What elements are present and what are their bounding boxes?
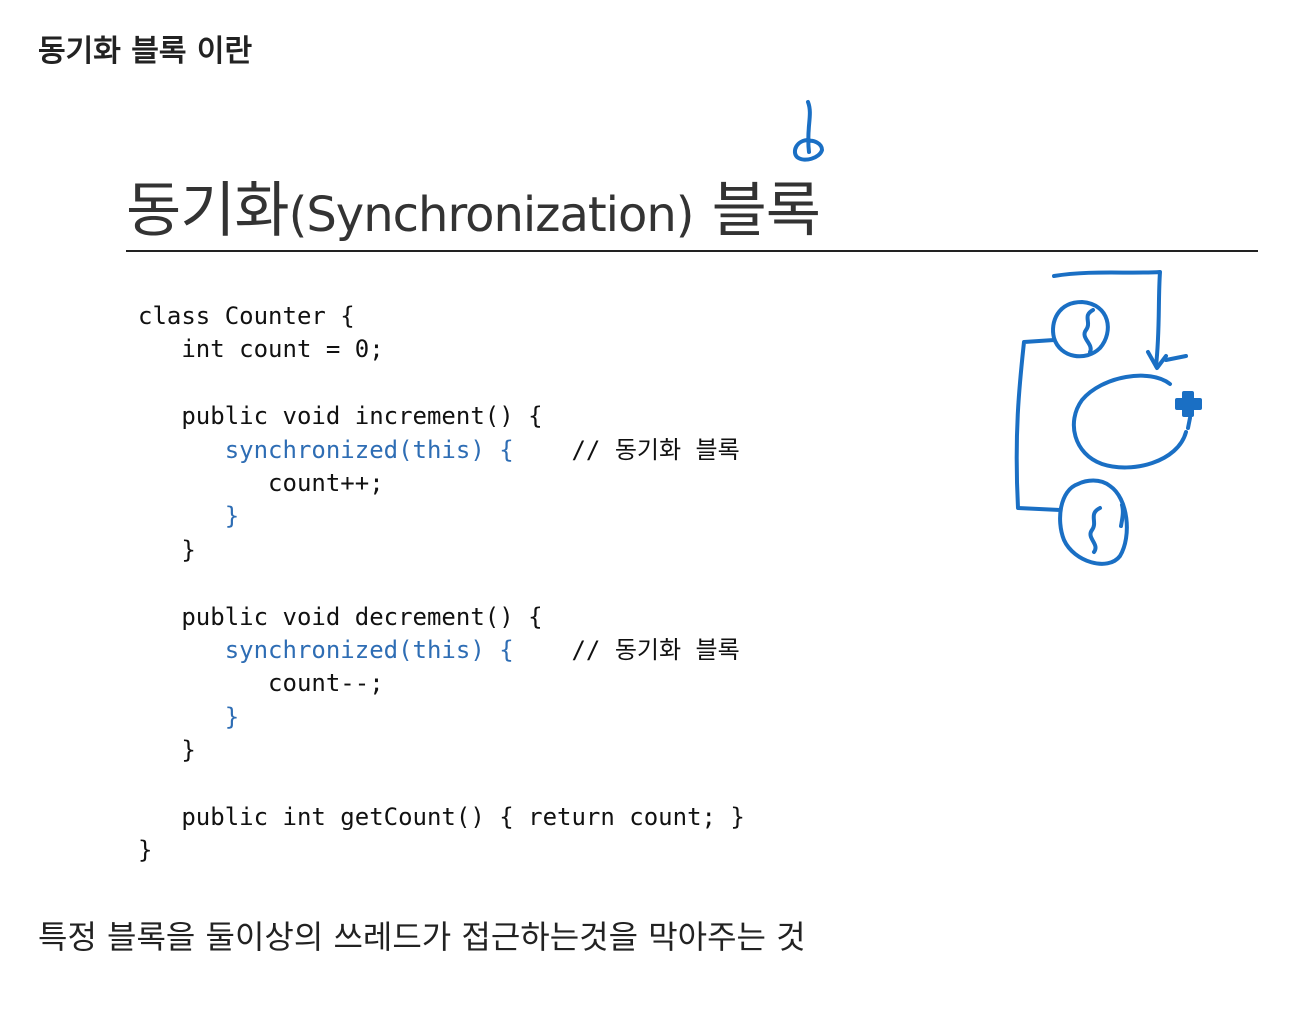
code-line: synchronized(this) { // 동기화 블록 [138,434,745,467]
code-line: class Counter { [138,302,355,330]
sync-keyword: synchronized(this) { [138,635,514,664]
plus-icon [1175,391,1202,417]
code-line: public void increment() { [138,402,543,431]
code-line: } [138,500,745,533]
sync-keyword: synchronized(this) { [138,435,514,464]
code-line: } [138,836,153,865]
sync-brace: } [138,502,240,531]
thread-loop-diagram [1014,270,1192,566]
footer-description: 특정 블록을 둘이상의 쓰레드가 접근하는것을 막아주는 것 [38,918,806,956]
code-line: } [138,736,196,765]
code-comment: // 동기화 블록 [513,635,740,664]
slide-title-suffix: 블록 [711,176,821,246]
sync-brace: } [138,702,240,731]
code-line: } [138,535,196,564]
code-line: count++; [138,468,384,497]
page-heading: 동기화 블록 이란 [38,34,253,69]
slide-title-latin: (Synchronization) [288,187,695,243]
code-line: } [138,701,745,734]
slide-title-rule [126,250,1258,252]
code-line: public void decrement() { [138,602,543,631]
down-arrow-icon [792,100,824,162]
slide-title: 동기화(Synchronization) 블록 [126,162,821,249]
code-line: int count = 0; [138,335,384,364]
code-line: synchronized(this) { // 동기화 블록 [138,634,745,667]
code-comment: // 동기화 블록 [513,435,740,464]
code-line: count--; [138,669,384,698]
code-line: public int getCount() { return count; } [138,802,745,831]
code-block: class Counter { int count = 0; public vo… [138,300,745,868]
slide-title-prefix: 동기화 [126,176,290,246]
